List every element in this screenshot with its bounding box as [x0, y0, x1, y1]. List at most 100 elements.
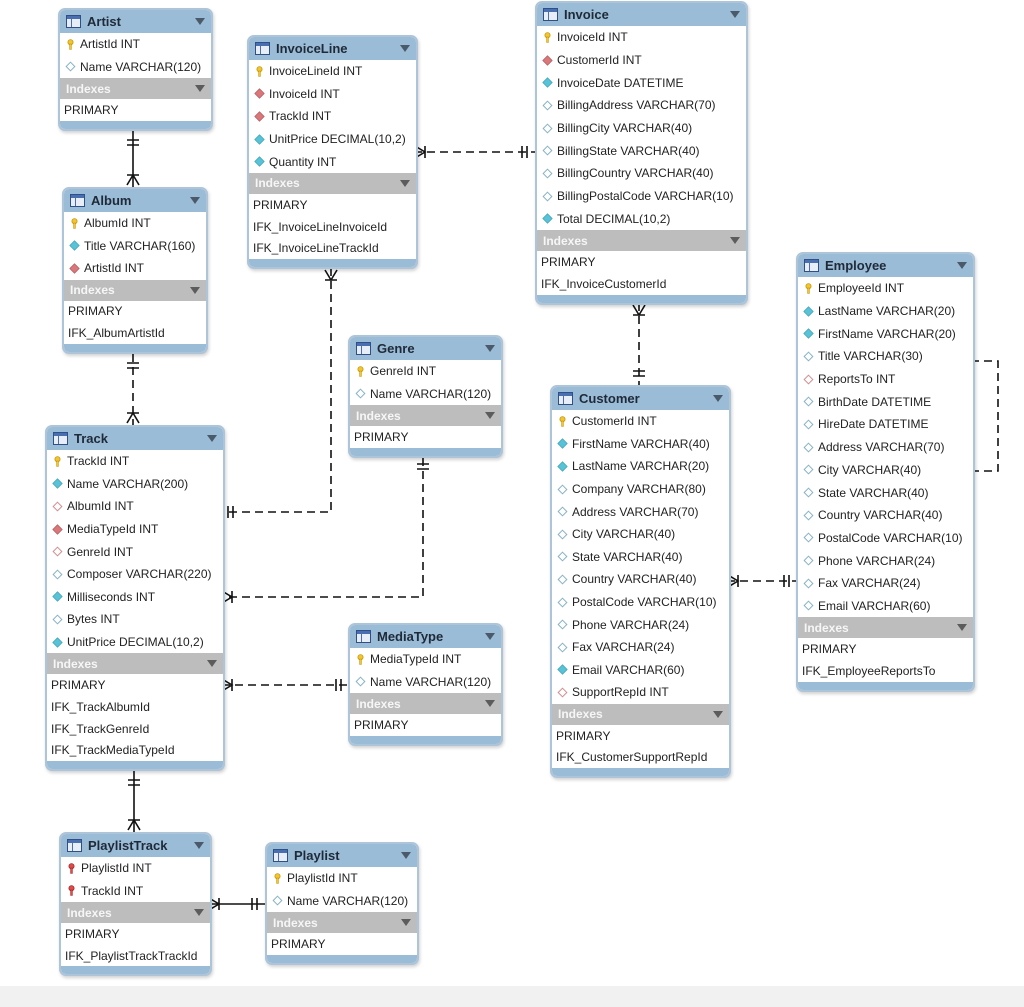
indexes-title: Indexes	[356, 408, 401, 423]
indexes-chevron-icon[interactable]	[713, 710, 723, 718]
indexes-chevron-icon[interactable]	[190, 286, 200, 294]
many-marker	[126, 173, 140, 186]
nullable-column-icon	[557, 506, 568, 517]
collapse-chevron-icon[interactable]	[485, 633, 495, 640]
collapse-chevron-icon[interactable]	[957, 262, 967, 269]
column-row: PlaylistId INT	[61, 857, 210, 880]
nullable-column-icon	[65, 61, 76, 72]
column-row: Total DECIMAL(10,2)	[537, 208, 746, 231]
table-icon	[67, 839, 82, 852]
table-header[interactable]: Customer	[552, 387, 729, 410]
table-icon	[543, 8, 558, 21]
collapse-chevron-icon[interactable]	[190, 197, 200, 204]
nullable-column-icon	[557, 619, 568, 630]
indexes-header[interactable]: Indexes	[552, 703, 729, 725]
indexes-title: Indexes	[70, 283, 115, 297]
nullable-column-icon	[52, 569, 63, 580]
column-row: PostalCode VARCHAR(10)	[552, 591, 729, 614]
indexes-header[interactable]: Indexes	[350, 405, 501, 426]
table-header[interactable]: MediaType	[350, 625, 501, 648]
table-header[interactable]: Employee	[798, 254, 973, 277]
primary-key-icon	[52, 455, 63, 467]
column-row: MediaTypeId INT	[47, 518, 223, 541]
index-row: IFK_InvoiceLineInvoiceId	[253, 219, 388, 234]
table-title: Genre	[377, 341, 415, 356]
table-title: Album	[91, 193, 132, 208]
column-label: TrackId INT	[67, 454, 130, 469]
column-label: UnitPrice DECIMAL(10,2)	[269, 132, 406, 147]
table-header[interactable]: Track	[47, 427, 223, 450]
indexes-chevron-icon[interactable]	[207, 660, 217, 668]
collapse-chevron-icon[interactable]	[401, 852, 411, 859]
nullable-fk-column-icon	[52, 546, 63, 557]
table-header[interactable]: Artist	[60, 10, 211, 33]
indexes-header[interactable]: Indexes	[60, 78, 211, 99]
not-null-column-icon	[557, 664, 568, 676]
column-row: CustomerId INT	[537, 49, 746, 72]
collapse-chevron-icon[interactable]	[400, 45, 410, 52]
table-header[interactable]: Invoice	[537, 3, 746, 26]
indexes-header[interactable]: Indexes	[798, 617, 973, 639]
primary-key-icon	[65, 38, 76, 50]
indexes-header[interactable]: Indexes	[267, 912, 417, 933]
table-header[interactable]: Album	[64, 189, 206, 212]
collapse-chevron-icon[interactable]	[207, 435, 217, 442]
column-row: Country VARCHAR(40)	[552, 568, 729, 591]
column-row: Name VARCHAR(200)	[47, 473, 223, 496]
column-label: PostalCode VARCHAR(10)	[818, 530, 963, 545]
column-label: TrackId INT	[81, 883, 144, 898]
column-row: Email VARCHAR(60)	[798, 595, 973, 618]
indexes-title: Indexes	[255, 176, 300, 191]
index-row: PRIMARY	[51, 678, 106, 693]
collapse-chevron-icon[interactable]	[194, 842, 204, 849]
indexes-header[interactable]: Indexes	[61, 902, 210, 923]
collapse-chevron-icon[interactable]	[713, 395, 723, 402]
table-header[interactable]: Playlist	[267, 844, 417, 867]
indexes-chevron-icon[interactable]	[485, 700, 495, 707]
table-header[interactable]: Genre	[350, 337, 501, 360]
indexes-chevron-icon[interactable]	[957, 624, 967, 632]
indexes-title: Indexes	[67, 905, 112, 920]
collapse-chevron-icon[interactable]	[195, 18, 205, 25]
not-null-column-icon	[557, 438, 568, 450]
column-label: CustomerId INT	[557, 53, 642, 68]
table-header[interactable]: InvoiceLine	[249, 37, 416, 60]
collapse-chevron-icon[interactable]	[730, 11, 740, 18]
column-label: Name VARCHAR(200)	[67, 476, 189, 491]
indexes-chevron-icon[interactable]	[485, 412, 495, 419]
indexes-header[interactable]: Indexes	[537, 230, 746, 252]
indexes-header[interactable]: Indexes	[249, 172, 416, 194]
column-label: BillingCity VARCHAR(40)	[557, 121, 693, 136]
nullable-column-icon	[803, 578, 814, 589]
indexes-title: Indexes	[53, 656, 98, 671]
nullable-column-icon	[272, 895, 283, 906]
table-header[interactable]: PlaylistTrack	[61, 834, 210, 857]
column-label: Name VARCHAR(120)	[287, 893, 409, 908]
not-null-column-icon	[557, 461, 568, 472]
column-row: Phone VARCHAR(24)	[798, 549, 973, 572]
indexes-header[interactable]: Indexes	[350, 693, 501, 714]
indexes-chevron-icon[interactable]	[401, 919, 411, 926]
foreign-key-icon	[542, 54, 553, 66]
nullable-column-icon	[803, 351, 814, 362]
indexes-header[interactable]: Indexes	[47, 653, 223, 675]
indexes-chevron-icon[interactable]	[400, 179, 410, 187]
nullable-column-icon	[542, 100, 553, 111]
indexes-header[interactable]: Indexes	[64, 279, 206, 301]
collapse-chevron-icon[interactable]	[485, 345, 495, 352]
column-label: City VARCHAR(40)	[572, 527, 676, 542]
indexes-chevron-icon[interactable]	[194, 909, 204, 916]
indexes-chevron-icon[interactable]	[730, 237, 740, 245]
indexes-chevron-icon[interactable]	[195, 85, 205, 92]
